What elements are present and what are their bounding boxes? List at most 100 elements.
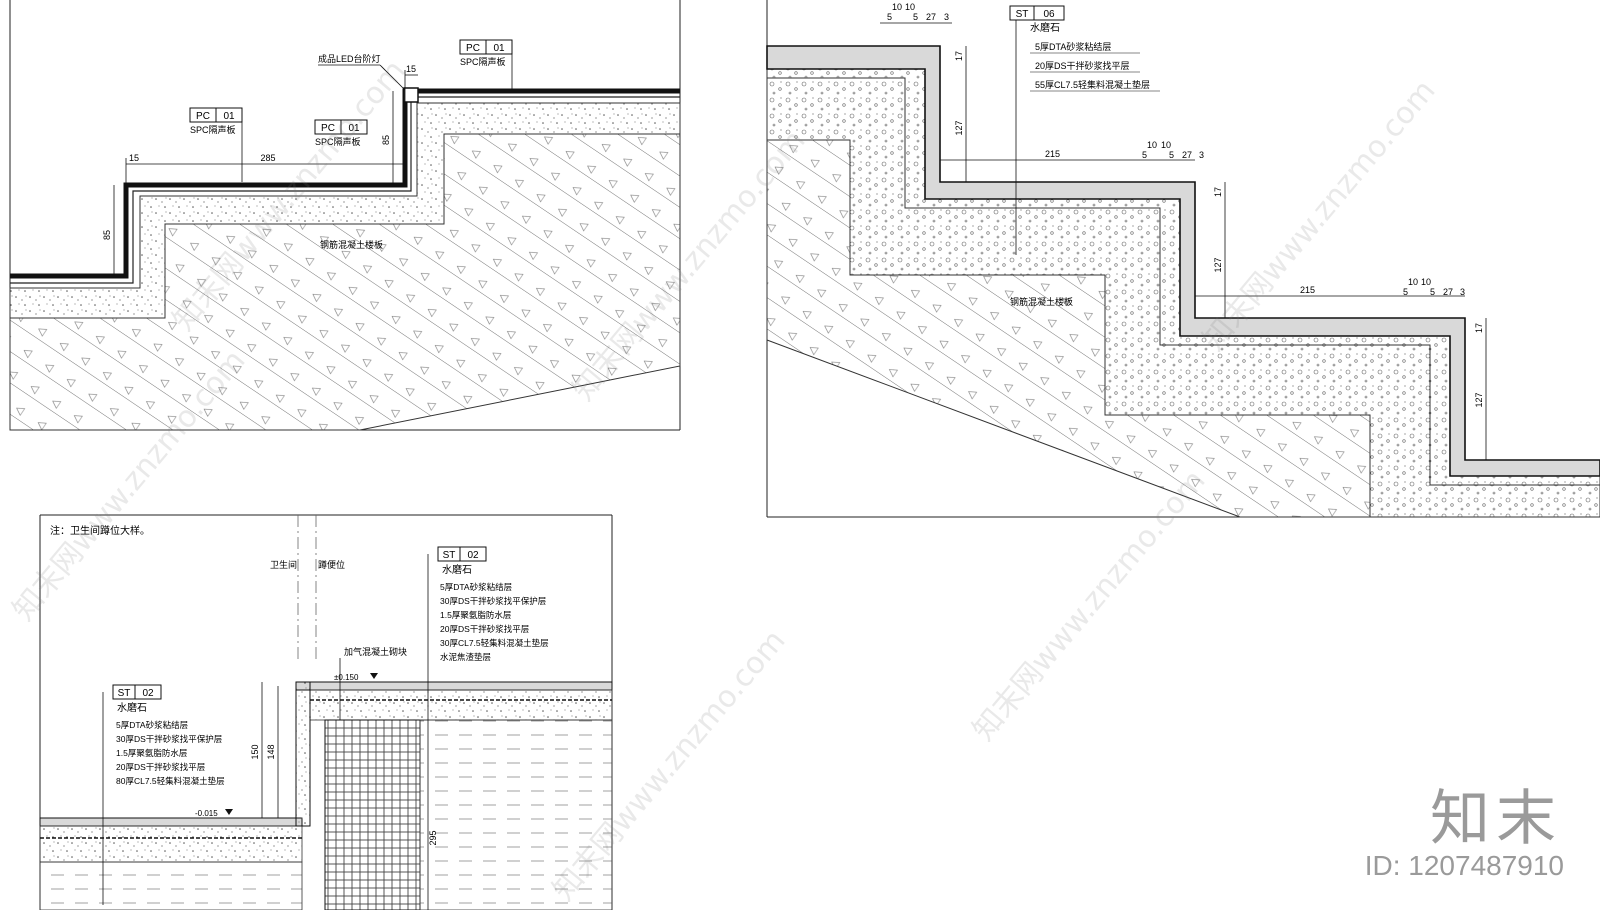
layer-2: 20厚DS干拌砂浆找平层 xyxy=(1035,60,1130,71)
material-tag-code: ST xyxy=(118,688,131,699)
tread-dims-3: 10 10 5 5 27 3 17 127 xyxy=(1403,277,1487,460)
detail-a: PC 01 SPC隔声板 PC 01 SPC隔声板 PC 01 SPC隔声板 成… xyxy=(9,0,681,431)
layer-1: 5厚DTA砂浆粘结层 xyxy=(1035,41,1111,52)
spc-tag-mid: PC 01 SPC隔声板 xyxy=(314,119,368,147)
brand-logo: 知末 xyxy=(1430,784,1562,854)
dim-127: 127 xyxy=(1213,257,1223,272)
spc-tag-code: PC xyxy=(196,111,210,122)
layer-3: 55厚CL7.5轻集料混凝土垫层 xyxy=(1035,79,1150,90)
level-mark-low xyxy=(225,809,233,815)
tread-dims-2: 10 10 5 5 27 3 17 127 215 xyxy=(1142,140,1465,318)
detail-c: 注：卫生间蹲位大样。 卫生间 蹲便位 ST 02 水磨石 5厚DTA砂浆粘结层 … xyxy=(39,514,613,910)
dim-27: 27 xyxy=(926,12,936,22)
dim-10: 10 xyxy=(1161,140,1171,150)
dim-27: 27 xyxy=(1182,150,1192,160)
spc-tag-material: SPC隔声板 xyxy=(190,124,236,135)
step-riser-c xyxy=(295,681,311,827)
dim-riser-85-upper: 85 xyxy=(381,135,391,145)
material-tag-number: 06 xyxy=(1043,9,1055,20)
aerated-block xyxy=(324,719,421,910)
rc-slab-label-a: 钢筋混凝土楼板 xyxy=(320,239,383,250)
dim-5: 5 xyxy=(1430,287,1435,297)
rc-slab-label-b: 钢筋混凝土楼板 xyxy=(1010,296,1073,307)
dim-nose-15-top: 15 xyxy=(406,64,416,74)
dim-5: 5 xyxy=(887,12,892,22)
led-step-light xyxy=(403,87,419,103)
material-tag-code: ST xyxy=(1016,9,1029,20)
spc-tag-code: PC xyxy=(321,123,335,134)
layer-r-2: 30厚DS干拌砂浆找平保护层 xyxy=(440,596,546,606)
layer-l-3: 1.5厚聚氨脂防水层 xyxy=(116,748,187,758)
layer-r-6: 水泥焦渣垫层 xyxy=(440,652,491,662)
layer-r-3: 1.5厚聚氨脂防水层 xyxy=(440,610,511,620)
dim-3: 3 xyxy=(1199,150,1204,160)
tread-dims-1: 10 10 5 5 27 3 17 127 215 xyxy=(880,2,1195,182)
dim-3: 3 xyxy=(1460,287,1465,297)
terrazzo-b xyxy=(766,45,1600,477)
detail-b: ST 06 水磨石 5厚DTA砂浆粘结层 20厚DS干拌砂浆找平层 55厚CL7… xyxy=(766,0,1600,518)
dim-3: 3 xyxy=(944,12,949,22)
zone-right-label: 蹲便位 xyxy=(318,559,345,570)
led-light-label: 成品LED台阶灯 xyxy=(318,53,381,64)
spc-tag-material: SPC隔声板 xyxy=(315,136,361,147)
dim-10: 10 xyxy=(905,2,915,12)
screed-low xyxy=(39,825,303,863)
document-id: ID: 1207487910 xyxy=(1364,850,1564,881)
dim-148: 148 xyxy=(266,744,276,759)
layer-l-4: 20厚DS干拌砂浆找平层 xyxy=(116,762,205,772)
dim-17: 17 xyxy=(1213,187,1223,197)
layer-r-4: 20厚DS干拌砂浆找平层 xyxy=(440,624,529,634)
dim-5: 5 xyxy=(1142,150,1147,160)
layer-r-1: 5厚DTA砂浆粘结层 xyxy=(440,582,512,592)
dim-riser-85: 85 xyxy=(102,230,112,240)
material-name: 水磨石 xyxy=(1030,22,1060,34)
layer-l-1: 5厚DTA砂浆粘结层 xyxy=(116,720,188,730)
spc-underlay-a xyxy=(10,96,680,284)
spc-tag-code: PC xyxy=(466,43,480,54)
layer-r-5: 30厚CL7.5轻集料混凝土垫层 xyxy=(440,638,549,648)
dim-150: 150 xyxy=(250,744,260,759)
level-high: ±0.150 xyxy=(334,673,359,682)
block-label: 加气混凝土砌块 xyxy=(344,646,407,657)
material-tag-b: ST 06 水磨石 5厚DTA砂浆粘结层 20厚DS干拌砂浆找平层 55厚CL7… xyxy=(1009,5,1160,255)
material-name: 水磨石 xyxy=(442,564,472,576)
terrazzo-low xyxy=(39,817,303,827)
material-name: 水磨石 xyxy=(117,702,147,714)
spc-tag-number: 01 xyxy=(223,111,235,122)
spc-tag-number: 01 xyxy=(348,123,360,134)
dim-5: 5 xyxy=(1403,287,1408,297)
dim-295: 295 xyxy=(428,830,438,845)
dim-10: 10 xyxy=(1421,277,1431,287)
screed-high xyxy=(309,689,613,721)
spc-tag-material: SPC隔声板 xyxy=(460,56,506,67)
dim-215: 215 xyxy=(1045,149,1060,159)
screed-line-b xyxy=(767,77,1600,486)
dim-5: 5 xyxy=(913,12,918,22)
material-tag-code: ST xyxy=(443,550,456,561)
spc-board-a xyxy=(10,88,680,279)
dim-27: 27 xyxy=(1443,287,1453,297)
dim-215: 215 xyxy=(1300,285,1315,295)
screed-a xyxy=(9,102,681,319)
material-tag-right: ST 02 水磨石 5厚DTA砂浆粘结层 30厚DS干拌砂浆找平保护层 1.5厚… xyxy=(427,546,549,910)
note-text: 注：卫生间蹲位大样。 xyxy=(50,524,150,537)
spc-tag-left: PC 01 SPC隔声板 xyxy=(189,107,243,182)
dim-nose-15: 15 xyxy=(129,153,139,163)
material-tag-number: 02 xyxy=(467,550,479,561)
material-tag-left: ST 02 水磨石 5厚DTA砂浆粘结层 30厚DS干拌砂浆找平保护层 1.5厚… xyxy=(102,684,225,905)
dim-127: 127 xyxy=(954,120,964,135)
dim-10: 10 xyxy=(1408,277,1418,287)
dim-127: 127 xyxy=(1474,392,1484,407)
cinder-high xyxy=(419,719,613,910)
material-tag-number: 02 xyxy=(142,688,154,699)
zone-left-label: 卫生间 xyxy=(270,559,297,570)
level-mark-high xyxy=(370,673,378,679)
dim-10: 10 xyxy=(892,2,902,12)
dim-tread-285: 285 xyxy=(260,153,275,163)
spc-tag-number: 01 xyxy=(493,43,505,54)
dim-10: 10 xyxy=(1147,140,1157,150)
dim-17: 17 xyxy=(1474,323,1484,333)
layer-l-5: 80厚CL7.5轻集料混凝土垫层 xyxy=(116,776,225,786)
